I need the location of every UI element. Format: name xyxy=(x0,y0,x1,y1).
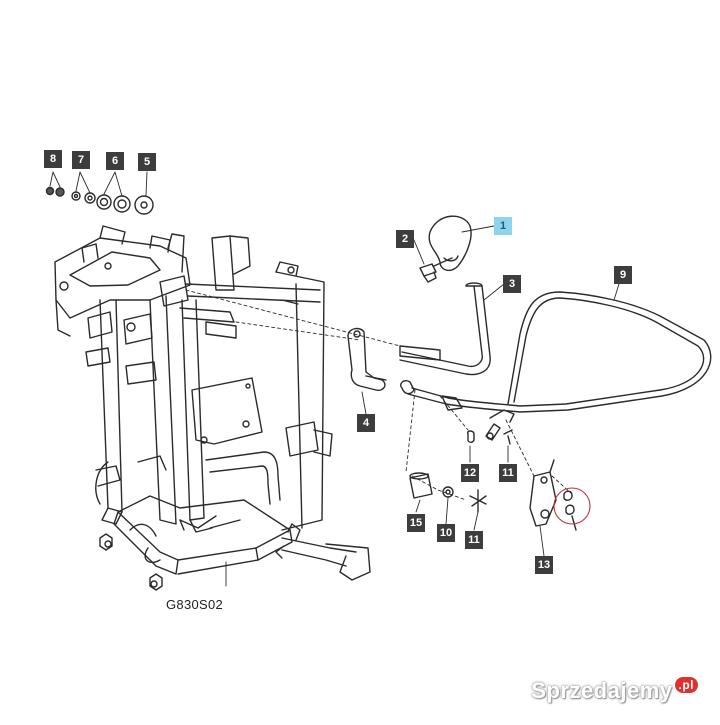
callout-4: 4 xyxy=(357,414,375,432)
small-parts xyxy=(409,429,577,531)
callout-8: 8 xyxy=(44,150,62,168)
callout-15: 15 xyxy=(407,514,425,532)
callout-13: 13 xyxy=(535,556,553,574)
watermark-text: Sprzedajemy xyxy=(531,678,673,703)
control-cable xyxy=(400,291,712,441)
link-arm xyxy=(347,327,387,392)
pedal-frame xyxy=(54,225,371,591)
screw xyxy=(419,257,453,283)
gear-knob xyxy=(428,215,472,272)
callout-2: 2 xyxy=(396,230,414,248)
washer-set xyxy=(45,186,154,215)
callout-5: 5 xyxy=(138,153,156,171)
assembly-lines xyxy=(185,289,573,501)
callout-3: 3 xyxy=(503,275,521,293)
leader-lines xyxy=(49,171,620,587)
watermark-tld: .pl xyxy=(674,677,698,693)
callout-9: 9 xyxy=(614,266,632,284)
callout-6: 6 xyxy=(106,152,124,170)
callout-11-b: 11 xyxy=(465,531,483,549)
watermark: Sprzedajemy.pl xyxy=(531,677,698,704)
highlight-ring xyxy=(553,487,591,525)
callout-11-a: 11 xyxy=(499,464,517,482)
callout-12: 12 xyxy=(461,464,479,482)
hand-lever xyxy=(399,282,491,376)
drawing-code: G830S02 xyxy=(166,597,224,612)
callout-1: 1 xyxy=(494,217,512,235)
callout-10: 10 xyxy=(437,524,455,542)
callout-7: 7 xyxy=(72,151,90,169)
